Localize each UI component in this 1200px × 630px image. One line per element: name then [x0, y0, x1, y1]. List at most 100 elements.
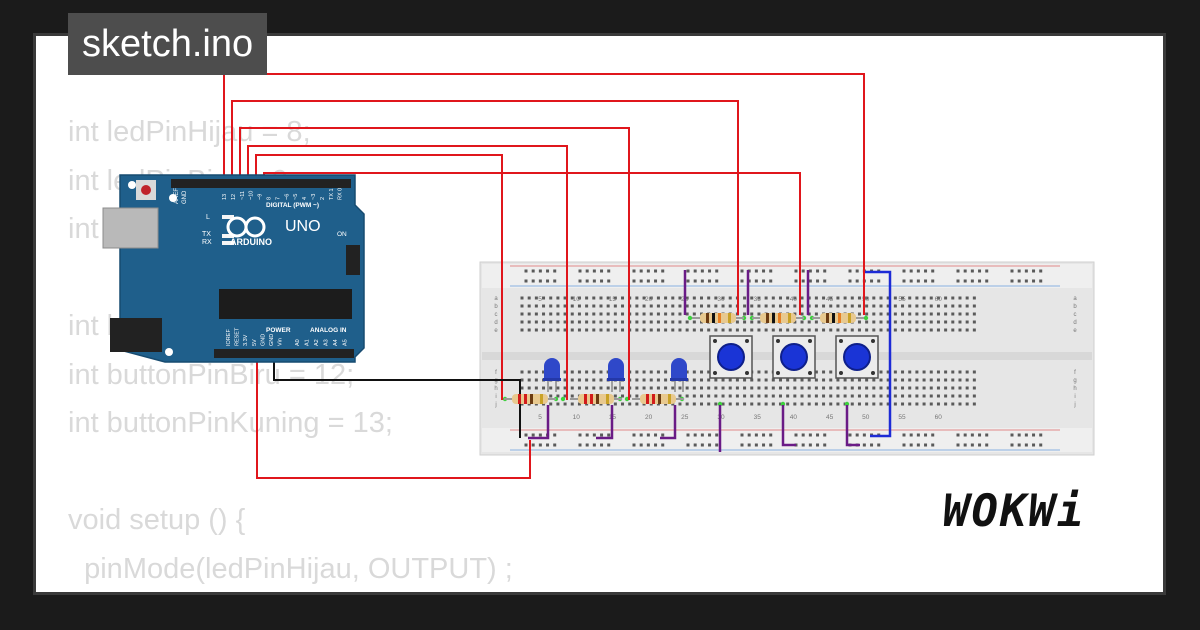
resistor — [752, 313, 804, 323]
arduino-uno-board[interactable]: DIGITAL (PWM ~) AREF GND L TX RX UNO ARD… — [102, 174, 365, 363]
power-pin-label: Vin — [278, 338, 284, 346]
digital-pin-label: 7 — [275, 197, 281, 200]
digital-pin-label: 13 — [222, 194, 228, 200]
resistor — [692, 313, 744, 323]
row-letter: f — [1074, 370, 1076, 376]
analog-pin-label: A0 — [295, 339, 301, 346]
row-letter: a — [494, 296, 498, 302]
column-number: 55 — [898, 414, 906, 421]
column-number: 45 — [826, 296, 834, 303]
row-letter: b — [1073, 304, 1077, 310]
power-pin-label: GND — [260, 334, 266, 346]
led-blue — [543, 358, 561, 392]
push-buttons — [709, 335, 879, 379]
file-name-tab[interactable]: sketch.ino — [68, 13, 268, 75]
code-line: int ledPinHijau = 8; — [68, 116, 311, 148]
on-led-label: ON — [337, 231, 347, 238]
column-number: 30 — [717, 296, 725, 303]
column-number: 60 — [935, 296, 943, 303]
power-pin-label: 5V — [252, 339, 258, 346]
analog-in-label: ANALOG IN — [310, 327, 347, 334]
digital-pin-label: ~9 — [258, 194, 264, 200]
push-button[interactable] — [772, 335, 816, 379]
power-jack — [110, 318, 162, 352]
purple-wires — [528, 270, 860, 452]
power-pin-label: IOREF — [226, 329, 232, 346]
column-number: 25 — [681, 414, 689, 421]
rx-led-label: RX — [202, 239, 212, 246]
row-letter: g — [1073, 378, 1076, 384]
analog-pin-label: A5 — [343, 339, 349, 346]
code-line: void setup () { — [68, 504, 246, 536]
uno-label: UNO — [285, 218, 321, 235]
l-led-label: L — [206, 214, 210, 221]
row-letter: j — [1073, 402, 1075, 408]
resistor — [570, 394, 622, 404]
column-number: 55 — [898, 296, 906, 303]
row-letter: f — [495, 370, 497, 376]
code-line: int buttonPinBiru = 12; — [68, 358, 355, 391]
digital-pin-label: ~11 — [240, 191, 246, 200]
resistor — [812, 313, 864, 323]
column-number: 20 — [645, 296, 653, 303]
row-letter: c — [1074, 312, 1077, 318]
digital-pin-label: TX 1 — [329, 188, 335, 200]
leds — [543, 358, 688, 392]
microcontroller-chip — [219, 289, 352, 319]
led-blue — [607, 358, 625, 392]
resistor — [632, 394, 684, 404]
power-pin-label: 3.3V — [243, 334, 249, 346]
digital-pin-label: ~6 — [284, 194, 290, 200]
row-letter: c — [495, 312, 498, 318]
led-blue — [670, 358, 688, 392]
usb-port — [102, 207, 159, 249]
column-number: 20 — [645, 414, 653, 421]
power-label: POWER — [266, 327, 291, 334]
power-pin-label: RESET — [235, 327, 241, 346]
analog-pin-label: A3 — [324, 339, 330, 346]
row-letter: h — [1073, 386, 1076, 392]
column-number: 40 — [790, 414, 798, 421]
digital-pin-label: ~10 — [249, 191, 255, 200]
digital-pin-label: ~5 — [293, 194, 299, 200]
digital-pin-label: 2 — [320, 197, 326, 200]
row-letter: d — [494, 320, 497, 326]
tx-led-label: TX — [202, 231, 211, 238]
power-pin-label: GND — [269, 334, 275, 346]
blue-wire — [865, 270, 892, 438]
gnd-label: GND — [182, 190, 188, 204]
resistor — [504, 394, 556, 404]
analog-pin-label: A2 — [314, 339, 320, 346]
row-letter: i — [495, 394, 496, 400]
digital-pin-label: 4 — [302, 197, 308, 200]
digital-pin-label: ~3 — [311, 194, 317, 200]
push-button[interactable] — [835, 335, 879, 379]
push-button[interactable] — [709, 335, 753, 379]
wokwi-logo: WOKWi — [943, 486, 1086, 537]
column-number: 5 — [538, 296, 542, 303]
digital-header — [171, 179, 351, 188]
code-line: int buttonPinKuning = 13; — [68, 407, 393, 439]
column-number: 50 — [862, 414, 870, 421]
row-letter: i — [1074, 394, 1075, 400]
column-number: 5 — [538, 414, 542, 421]
column-number: 45 — [826, 414, 834, 421]
digital-pin-label: 8 — [267, 197, 273, 200]
digital-label: DIGITAL (PWM ~) — [266, 202, 319, 209]
column-number: 15 — [609, 296, 617, 303]
code-line: pinMode(ledPinHijau, OUTPUT) ; — [68, 552, 513, 585]
row-letter: h — [494, 386, 497, 392]
arduino-brand-label: ARDUINO — [230, 237, 272, 247]
column-number: 10 — [573, 414, 581, 421]
column-number: 40 — [790, 296, 798, 303]
aref-label: AREF — [174, 188, 180, 204]
resistors — [504, 313, 864, 404]
row-letter: b — [494, 304, 498, 310]
column-number: 35 — [754, 296, 762, 303]
digital-pin-label: RX 0 — [338, 188, 344, 200]
column-number: 35 — [754, 414, 762, 421]
row-letter: a — [1073, 296, 1077, 302]
